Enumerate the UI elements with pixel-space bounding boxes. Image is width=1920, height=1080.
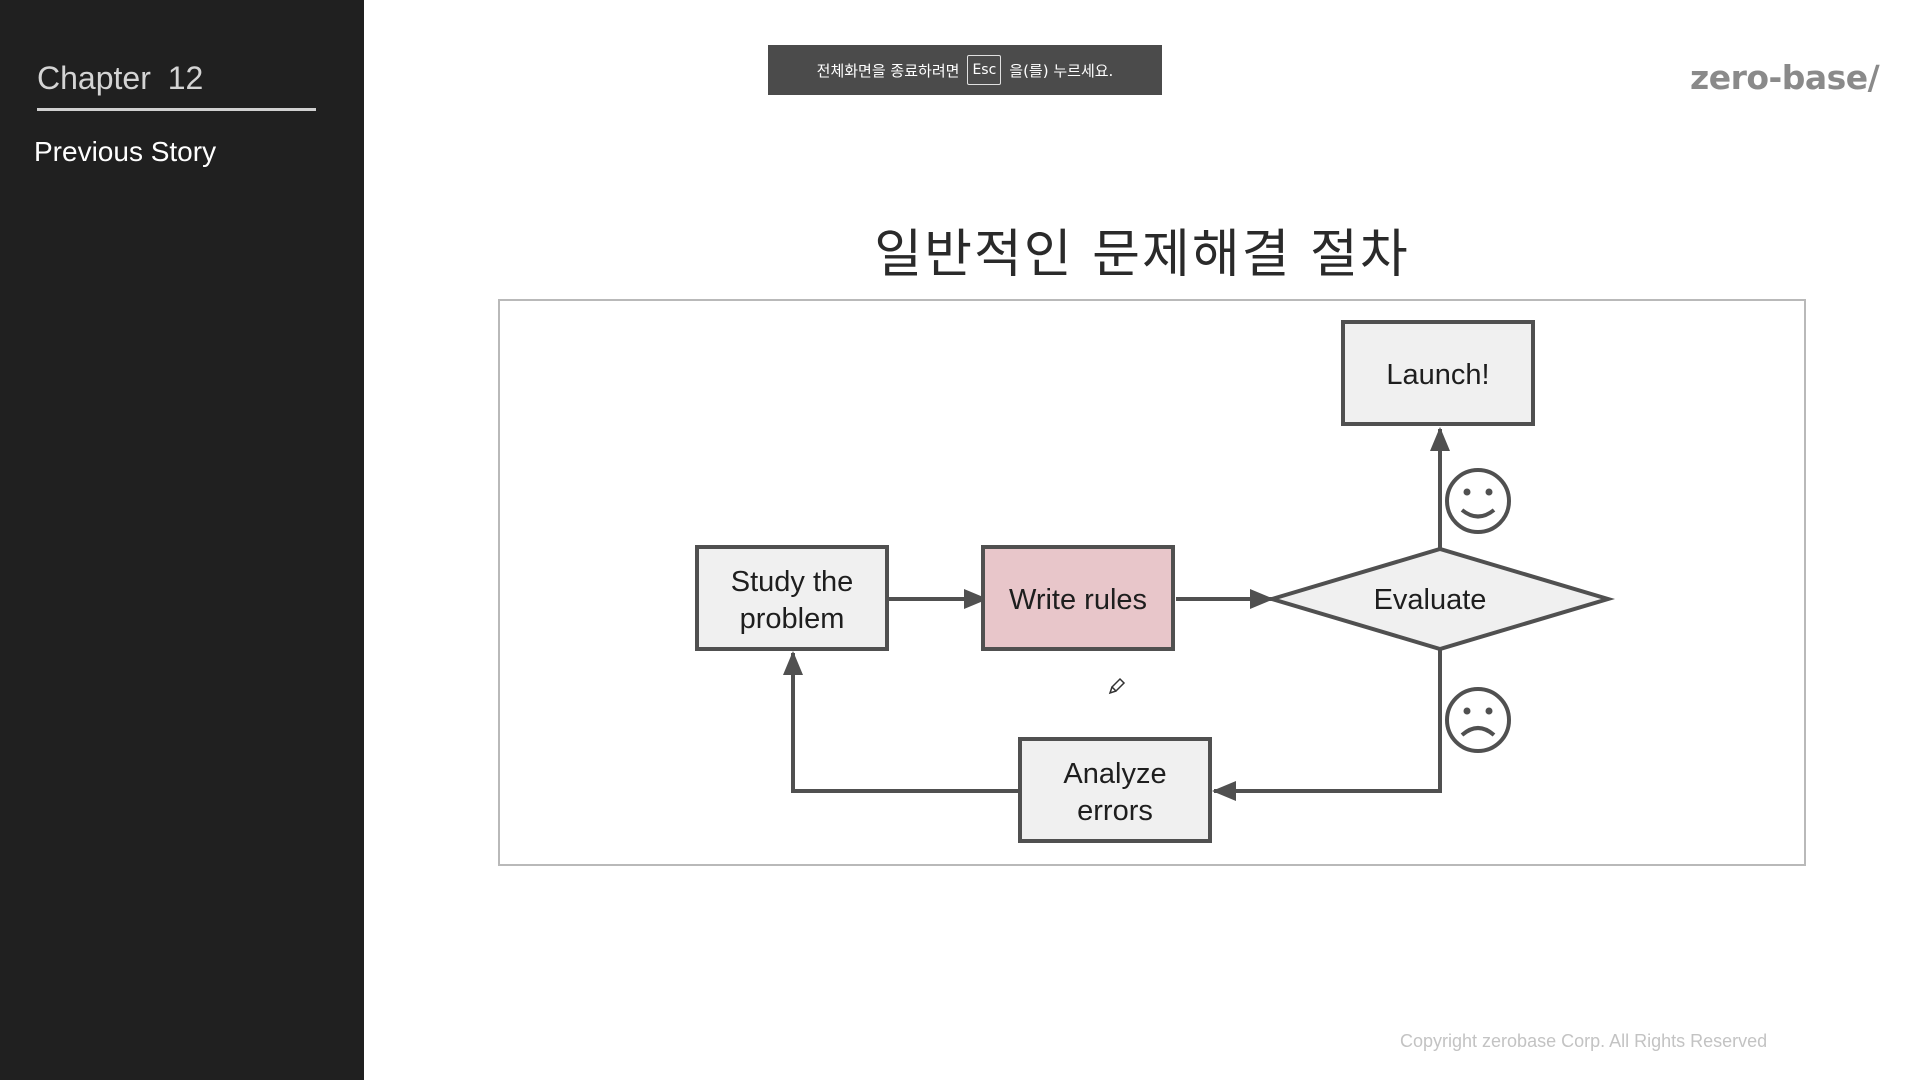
arrow-evaluate-to-analyze: [1212, 649, 1442, 801]
evaluate-node: Evaluate: [1264, 546, 1616, 652]
analyze-label-2: errors: [1077, 795, 1153, 827]
study-label-2: problem: [740, 603, 845, 635]
zero-base-logo: zero-base/: [1690, 58, 1880, 97]
sad-face-icon: [1445, 687, 1511, 753]
pen-cursor-icon: [1108, 677, 1126, 695]
copyright-text: Copyright zerobase Corp. All Rights Rese…: [1400, 1031, 1768, 1051]
fullscreen-notice-text: 전체화면을 종료하려면: [816, 61, 960, 80]
diagram-frame: Study the problem Write rules Evaluate L…: [498, 299, 1806, 866]
evaluate-label: Evaluate: [1374, 584, 1487, 616]
write-rules-node: Write rules: [981, 545, 1175, 651]
slide-title: 일반적인 문제해결 절차: [874, 225, 1410, 285]
fullscreen-notice-suffix: 을(를) 누르세요.: [1009, 61, 1114, 80]
chapter-divider: [37, 108, 316, 111]
launch-label: Launch!: [1386, 359, 1489, 391]
esc-key-icon: Esc: [967, 55, 1002, 85]
write-rules-label: Write rules: [1009, 584, 1147, 616]
fullscreen-exit-notice: 전체화면을 종료하려면 Esc 을(를) 누르세요.: [768, 45, 1162, 95]
launch-node: Launch!: [1341, 320, 1535, 426]
sidebar: Chapter 12 Previous Story: [0, 0, 364, 1080]
study-label-1: Study the: [731, 566, 854, 598]
arrow-analyze-to-study: [783, 651, 1022, 793]
flowchart-diagram: Study the problem Write rules Evaluate L…: [695, 320, 1616, 843]
chapter-label: Chapter 12: [37, 60, 204, 96]
analyze-label-1: Analyze: [1063, 758, 1166, 790]
previous-story-link[interactable]: Previous Story: [34, 136, 217, 167]
analyze-errors-node: Analyze errors: [1018, 737, 1212, 843]
smiley-face-icon: [1445, 468, 1511, 534]
study-problem-node: Study the problem: [695, 545, 889, 651]
